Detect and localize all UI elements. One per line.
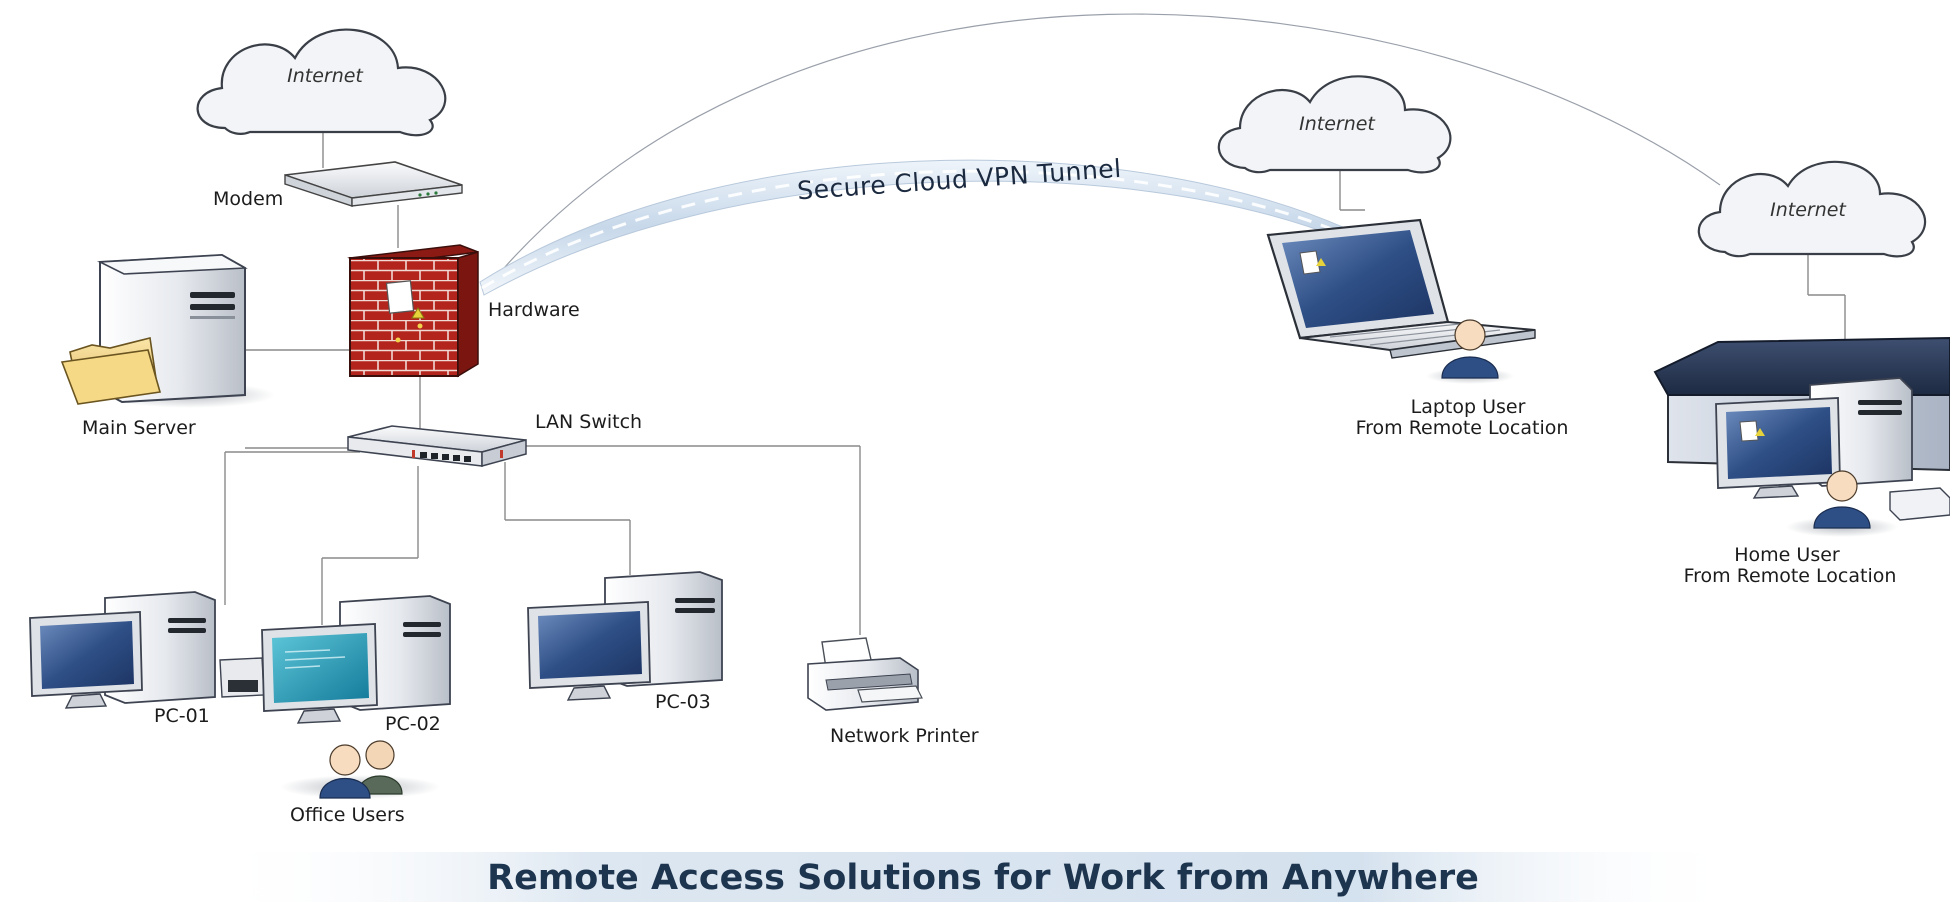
pc2-label: PC-02 <box>385 713 441 735</box>
firewall-label: Hardware <box>488 299 580 321</box>
firewall-icon <box>347 244 479 378</box>
main-server-label: Main Server <box>82 417 196 439</box>
lan-switch-label: LAN Switch <box>535 411 642 433</box>
user-icon <box>280 740 440 799</box>
office-users-label: Office Users <box>290 804 405 826</box>
modem-label: Modem <box>213 188 283 210</box>
laptop-location-label: From Remote Location <box>1356 417 1569 439</box>
laptop-icon <box>1266 218 1536 359</box>
pc1-label: PC-01 <box>154 705 210 727</box>
footer-banner: Remote Access Solutions for Work from An… <box>210 852 1740 902</box>
cloud-icon: Internet <box>1217 75 1452 174</box>
internet-laptop-label: Internet <box>1299 113 1376 135</box>
printer-icon <box>807 637 923 711</box>
laptop-user-label: Laptop User <box>1411 396 1526 418</box>
user-icon <box>1786 470 1898 537</box>
footer-title: Remote Access Solutions for Work from An… <box>487 858 1479 898</box>
pc3-label: PC-03 <box>655 691 711 713</box>
cloud-icon: Internet <box>196 28 447 137</box>
folder-icon <box>60 337 162 405</box>
network-wires <box>224 125 1846 635</box>
switch-icon <box>347 425 527 467</box>
internet-home-label: Internet <box>1770 199 1847 221</box>
vpn-tunnel: Secure Cloud VPN Tunnel <box>479 154 1346 296</box>
internet-left-label: Internet <box>287 65 364 87</box>
printer-label: Network Printer <box>830 725 979 747</box>
desktop-pc-icon <box>29 591 265 709</box>
home-user-label: Home User <box>1734 544 1840 566</box>
modem-icon <box>284 161 463 207</box>
cloud-icon: Internet <box>1697 160 1926 258</box>
house-icon <box>1653 336 1950 521</box>
home-location-label: From Remote Location <box>1684 565 1897 587</box>
user-icon <box>1426 319 1514 384</box>
desktop-pc-icon <box>527 571 723 701</box>
long-vpn-arc <box>484 13 1721 291</box>
desktop-pc-icon <box>261 595 451 724</box>
